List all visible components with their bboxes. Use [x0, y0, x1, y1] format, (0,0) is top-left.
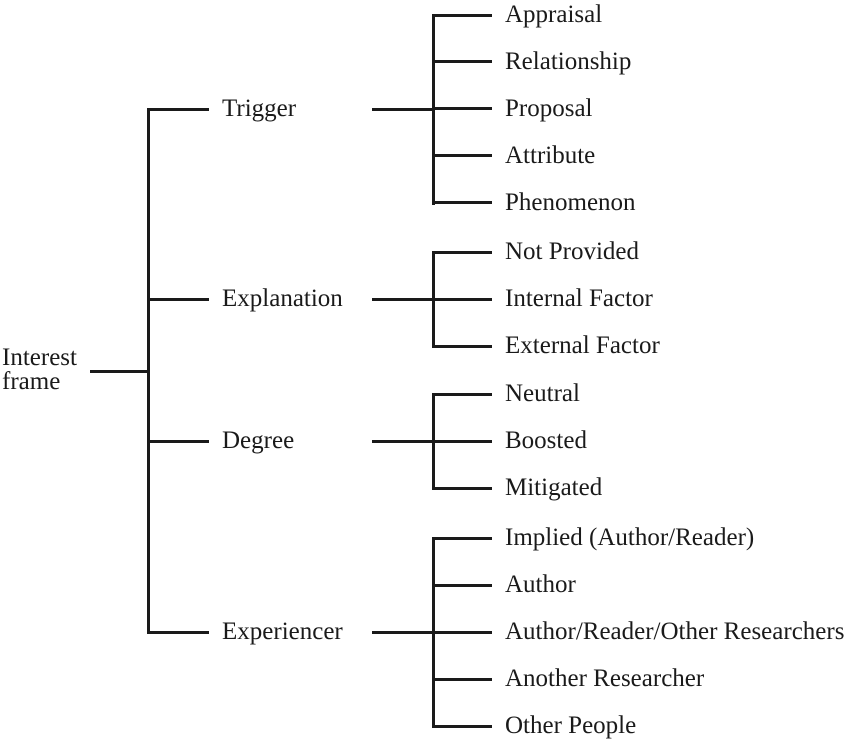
branch-label-explanation: Explanation [222, 285, 343, 312]
root-label-line2: frame [2, 368, 61, 395]
leaf-tick-other-people [432, 724, 492, 728]
leaf-label-appraisal: Appraisal [505, 1, 603, 28]
leaf-tick-author-reader-other [432, 630, 492, 634]
root-label-line1: Interest [2, 344, 77, 371]
leaf-label-mitigated: Mitigated [505, 474, 603, 501]
leaf-tick-implied [432, 536, 492, 540]
leaf-label-other-people: Other People [505, 712, 637, 739]
root-connector-line [90, 369, 148, 373]
degree-branch-line-right [372, 439, 433, 443]
leaf-label-boosted: Boosted [505, 427, 587, 454]
leaf-tick-mitigated [432, 486, 492, 490]
leaf-label-external-factor: External Factor [505, 332, 660, 359]
leaf-tick-attribute [432, 154, 492, 157]
leaf-tick-phenomenon [432, 201, 492, 204]
leaf-label-author: Author [505, 571, 576, 598]
leaf-tick-neutral [432, 392, 492, 396]
trigger-branch-line-left [147, 107, 209, 111]
leaf-tick-author [432, 583, 492, 587]
main-spine-line [147, 107, 150, 634]
branch-label-trigger: Trigger [222, 94, 297, 122]
experiencer-branch-line-right [372, 630, 433, 634]
leaf-label-internal-factor: Internal Factor [505, 285, 653, 312]
leaf-label-proposal: Proposal [505, 94, 593, 122]
leaf-label-author-reader-other: Author/Reader/Other Researchers [505, 618, 845, 645]
experiencer-branch-line-left [147, 630, 209, 634]
branch-label-experiencer: Experiencer [222, 618, 343, 645]
leaf-label-another-researcher: Another Researcher [505, 665, 705, 692]
leaf-tick-boosted [432, 439, 492, 443]
leaf-tick-proposal [432, 107, 492, 110]
leaf-tick-not-provided [432, 250, 492, 254]
leaf-label-neutral: Neutral [505, 380, 580, 407]
branch-label-degree: Degree [222, 427, 295, 454]
leaf-tick-external-factor [432, 344, 492, 348]
leaf-label-implied: Implied (Author/Reader) [505, 524, 755, 551]
leaf-tick-another-researcher [432, 677, 492, 681]
trigger-branch-line-right [372, 107, 433, 111]
explanation-branch-line-left [147, 297, 209, 301]
degree-branch-line-left [147, 439, 209, 443]
leaf-tick-internal-factor [432, 297, 492, 301]
leaf-label-phenomenon: Phenomenon [505, 188, 636, 216]
root-label: Interest frame [2, 344, 77, 395]
explanation-branch-line-right [372, 297, 433, 301]
leaf-label-relationship: Relationship [505, 47, 632, 75]
leaf-label-attribute: Attribute [505, 141, 596, 169]
leaf-tick-appraisal [432, 13, 492, 17]
leaf-label-not-provided: Not Provided [505, 238, 640, 265]
leaf-tick-relationship [432, 60, 492, 63]
